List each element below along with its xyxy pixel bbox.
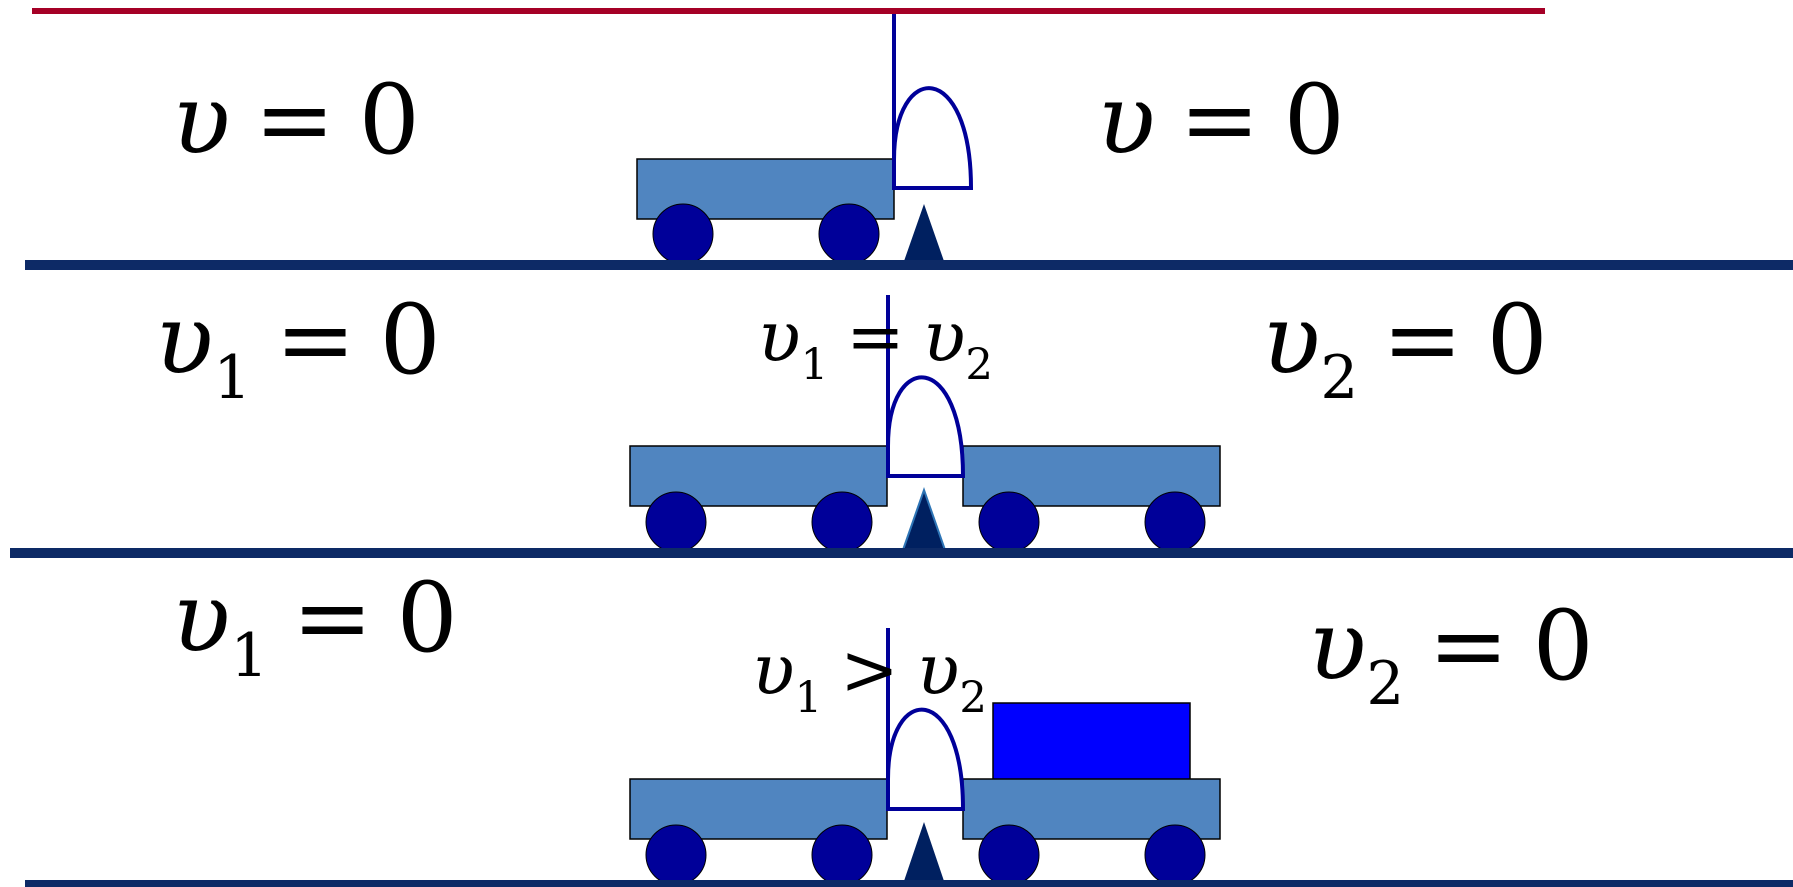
velocity-symbol: υ [172, 562, 231, 674]
velocity-symbol: υ [1262, 284, 1321, 396]
value: 0 [379, 284, 441, 396]
pole [886, 628, 890, 809]
panel-1 [25, 14, 1793, 270]
subscript: 2 [965, 340, 993, 391]
arch [886, 375, 966, 478]
arch [892, 86, 974, 190]
wheel [645, 824, 707, 886]
subscript: 1 [800, 340, 829, 391]
subscript: 1 [213, 343, 252, 413]
operator: = [254, 64, 335, 176]
subscript: 1 [794, 673, 823, 724]
wheel [978, 491, 1040, 553]
wheel [978, 824, 1040, 886]
support-triangle [901, 486, 947, 551]
arch [886, 707, 966, 811]
operator: > [840, 629, 899, 711]
wheel [645, 491, 707, 553]
velocity-symbol: υ [1097, 64, 1156, 176]
value: 0 [1532, 590, 1594, 702]
panel-2-left-equation: υ1=0 [155, 292, 441, 409]
panel-1-right-equation: υ=0 [1097, 72, 1345, 168]
wheel [818, 203, 880, 265]
panel-3-middle-equation: υ1>υ2 [752, 635, 987, 721]
pole [892, 14, 896, 188]
support-triangle [903, 822, 945, 884]
wheel [811, 824, 873, 886]
panel-3 [25, 628, 1793, 887]
velocity-symbol: υ [758, 296, 801, 378]
value: 0 [1486, 284, 1548, 396]
support-triangle [903, 204, 945, 264]
velocity-symbol: υ [752, 629, 795, 711]
wheel [1144, 824, 1206, 886]
operator: = [1428, 590, 1509, 702]
operator: = [292, 562, 373, 674]
value: 0 [396, 562, 458, 674]
pole [886, 295, 890, 476]
block [992, 702, 1191, 781]
wheel [652, 203, 714, 265]
velocity-symbol: υ [172, 64, 231, 176]
velocity-symbol: υ [1308, 590, 1367, 702]
operator: = [275, 284, 356, 396]
operator: = [1179, 64, 1260, 176]
panel-2 [10, 295, 1793, 558]
subscript: 1 [230, 621, 269, 691]
panel-2-middle-equation: υ1=υ2 [758, 302, 993, 388]
ground-line [25, 880, 1793, 887]
ground-line [25, 260, 1793, 270]
panel-1-left-equation: υ=0 [172, 72, 420, 168]
panel-3-left-equation: υ1=0 [172, 570, 458, 687]
operator: = [846, 296, 905, 378]
velocity-symbol: υ [916, 629, 960, 711]
velocity-symbol: υ [155, 284, 214, 396]
value: 0 [358, 64, 420, 176]
panel-2-right-equation: υ2=0 [1262, 292, 1548, 409]
operator: = [1382, 284, 1463, 396]
panel-3-right-equation: υ2=0 [1308, 598, 1594, 715]
subscript: 2 [959, 673, 987, 724]
subscript: 2 [1366, 649, 1405, 719]
wheel [1144, 491, 1206, 553]
velocity-symbol: υ [922, 296, 966, 378]
ground-line [10, 548, 1793, 558]
wheel [811, 491, 873, 553]
value: 0 [1283, 64, 1345, 176]
subscript: 2 [1320, 343, 1359, 413]
top-rule [32, 8, 1545, 14]
